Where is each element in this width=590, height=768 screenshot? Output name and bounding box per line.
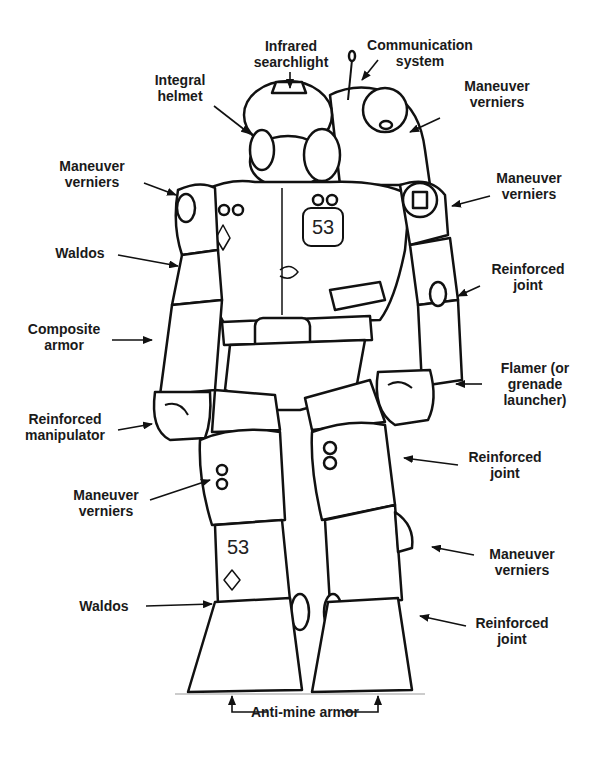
callout-label: Infrared searchlight xyxy=(241,38,341,70)
callout-label: Flamer (or grenade launcher) xyxy=(496,360,574,408)
unit-number: 53 xyxy=(303,216,343,238)
callout-label: Maneuver verniers xyxy=(47,158,137,190)
unit-number: 53 xyxy=(218,536,258,558)
callout-label: Waldos xyxy=(40,245,120,261)
callout-label: Reinforced joint xyxy=(467,615,557,647)
leader-lines xyxy=(112,60,490,626)
robot-figure xyxy=(154,51,462,694)
callout-label: Reinforced joint xyxy=(483,261,573,293)
callout-label: Anti-mine armor xyxy=(235,704,375,720)
callout-label: Communication system xyxy=(358,37,482,69)
callout-label: Maneuver verniers xyxy=(477,546,567,578)
callout-label: Maneuver verniers xyxy=(452,78,542,110)
callout-label: Maneuver verniers xyxy=(484,170,574,202)
callout-label: Waldos xyxy=(64,598,144,614)
callout-label: Maneuver verniers xyxy=(61,487,151,519)
callout-label: Composite armor xyxy=(19,321,109,353)
callout-label: Reinforced manipulator xyxy=(15,411,115,443)
callout-label: Integral helmet xyxy=(140,72,220,104)
callout-label: Reinforced joint xyxy=(460,449,550,481)
